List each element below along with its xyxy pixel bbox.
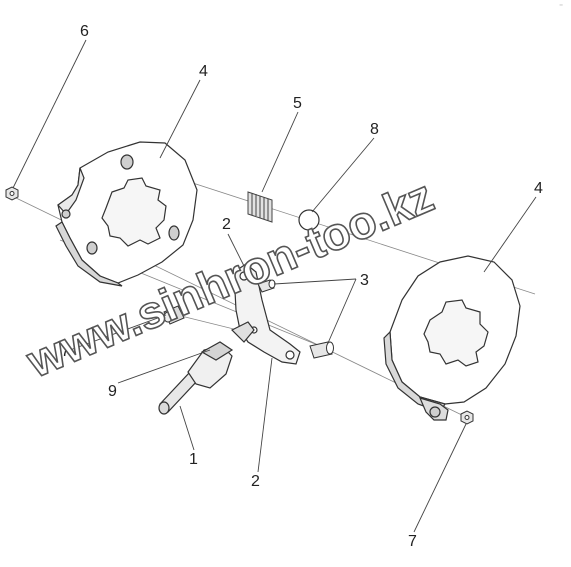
- callout-2-lower: 2: [251, 473, 260, 490]
- callout-6: 6: [80, 23, 89, 40]
- callout-7-left: 7: [61, 343, 70, 360]
- leader-lines: [12, 39, 537, 533]
- callout-4-left: 4: [199, 63, 208, 80]
- callout-3: 3: [360, 272, 369, 289]
- nut-right: [460, 410, 474, 425]
- nut-left: [5, 186, 19, 201]
- callout-5: 5: [293, 95, 302, 112]
- callouts: 6 4 5 8 4 2 3 7 9 1 2 7: [61, 23, 543, 550]
- callout-9: 9: [108, 383, 117, 400]
- pin-upper: [257, 279, 276, 293]
- callout-4-right: 4: [534, 180, 543, 197]
- pin-lower: [309, 341, 334, 359]
- brake-disk-right: [383, 255, 521, 421]
- callout-7-right: 7: [408, 533, 417, 550]
- small-pin: [163, 305, 185, 325]
- callout-1: 1: [189, 451, 198, 468]
- spring: [247, 191, 273, 223]
- corner-mark: ⁻: [559, 2, 563, 11]
- callout-8: 8: [370, 121, 379, 138]
- callout-2-upper: 2: [222, 216, 231, 233]
- brake-disk-left: [55, 141, 198, 287]
- lever-plates: [230, 263, 301, 365]
- ball: [298, 209, 320, 231]
- shaft-with-fork: [158, 341, 234, 415]
